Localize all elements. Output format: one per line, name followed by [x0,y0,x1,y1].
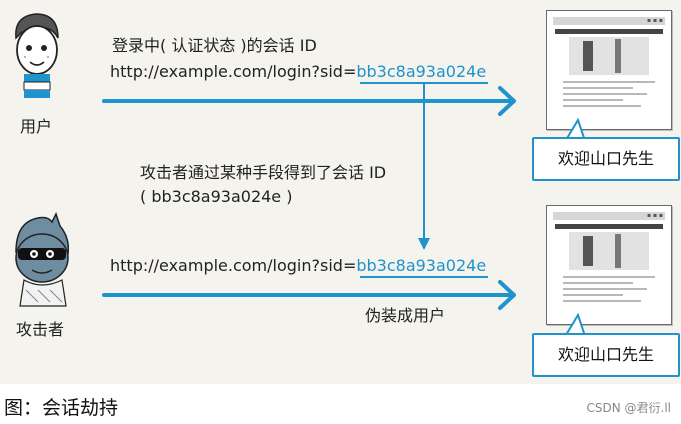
session-leak-arrowhead [418,238,430,250]
top-browser-titlebar [553,17,665,25]
top-browser-controls-icon: ▪ ▪ ▪ [646,17,663,24]
top-url-line: http://example.com/login?sid=bb3c8a93a02… [110,62,486,82]
top-greeting-bubble: 欢迎山口先生 [532,137,680,181]
bottom-browser-window: ▪ ▪ ▪ [546,205,672,325]
bottom-session-id-underline [360,276,488,278]
top-browser-screen [555,29,663,121]
attacker-icon [15,212,70,307]
bottom-session-id: bb3c8a93a024e [356,256,487,275]
middle-note-line2: ( bb3c8a93a024e ) [140,187,293,206]
bottom-url-prefix: http://example.com/login?sid= [110,256,357,275]
figure-caption: 图：会话劫持 [4,397,119,419]
bottom-browser-screen [555,224,663,316]
middle-note-line1: 攻击者通过某种手段得到了会话 ID [140,163,387,182]
user-label: 用户 [20,117,53,136]
top-session-id-underline [360,82,488,84]
attacker-label: 攻击者 [16,320,65,339]
bottom-browser-titlebar [553,212,665,220]
impersonate-label: 伪装成用户 [365,306,446,325]
flow-arrows [102,84,516,310]
top-browser-window: ▪ ▪ ▪ [546,10,672,130]
bottom-browser-controls-icon: ▪ ▪ ▪ [646,212,663,219]
watermark: CSDN @君衍.ll [586,401,671,415]
bottom-url-line: http://example.com/login?sid=bb3c8a93a02… [110,256,486,276]
bottom-greeting-bubble: 欢迎山口先生 [532,333,680,377]
top-session-id: bb3c8a93a024e [356,62,487,81]
login-state-text: 登录中( 认证状态 )的会话 ID [112,36,317,55]
bottom-flow-arrowhead [498,280,516,310]
top-flow-arrowhead [498,86,516,116]
top-url-prefix: http://example.com/login?sid= [110,62,357,81]
user-icon [15,13,59,98]
